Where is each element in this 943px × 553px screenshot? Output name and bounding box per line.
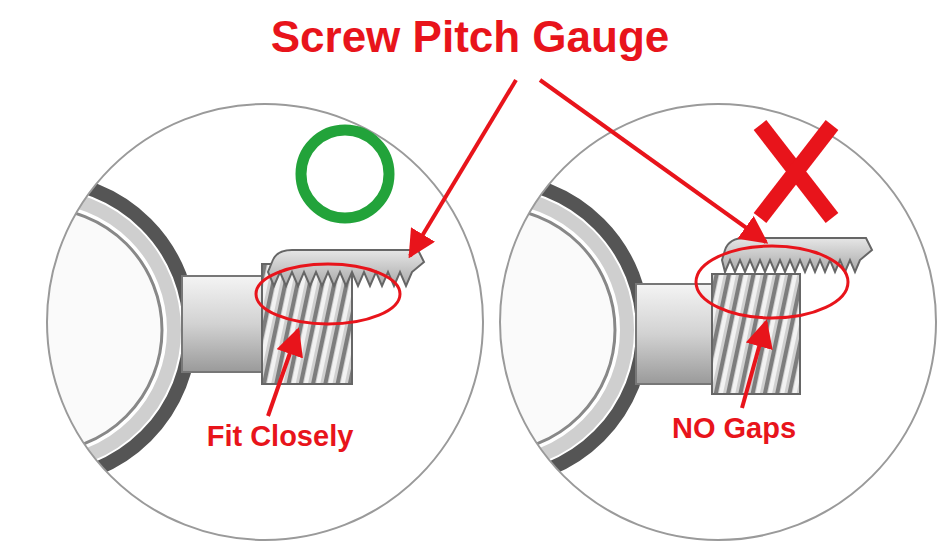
ok-symbol: [301, 130, 389, 218]
leader-line: [540, 80, 766, 242]
callout-label: Fit Closely: [207, 420, 354, 453]
right-view: [343, 180, 872, 480]
title: Screw Pitch Gauge: [271, 12, 670, 63]
left-view: [0, 180, 424, 480]
ng-symbol: [760, 125, 832, 218]
leader-line: [410, 80, 516, 256]
callout-label: NO Gaps: [672, 412, 796, 445]
leader-line: [268, 330, 298, 416]
highlight-ellipse: [256, 264, 400, 324]
leader-line: [742, 322, 766, 408]
highlight-ellipse: [696, 246, 848, 318]
